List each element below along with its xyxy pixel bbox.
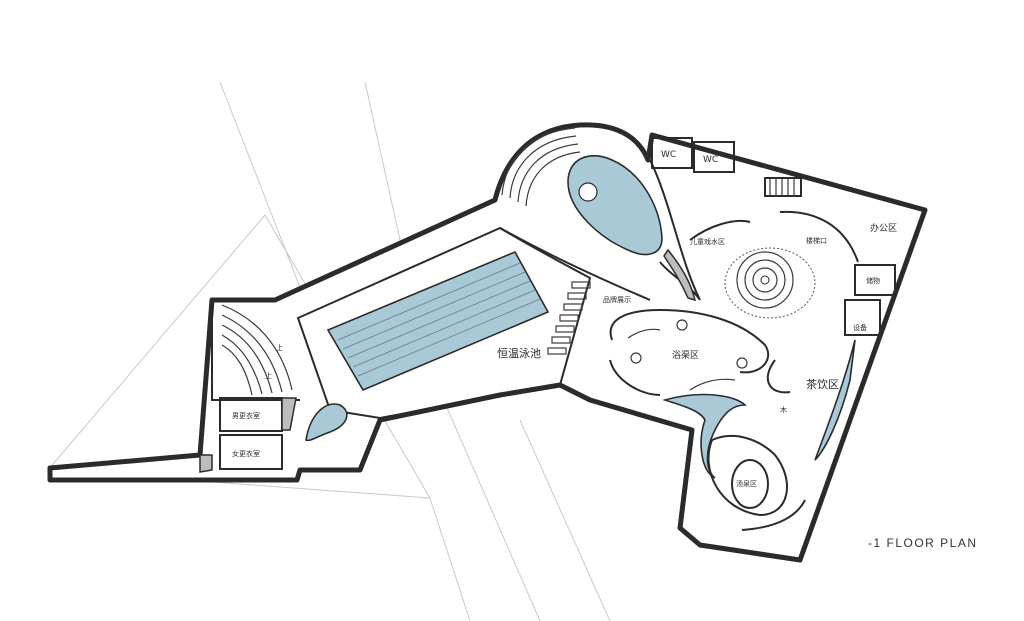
- label-store-room: 储物: [866, 276, 880, 285]
- swoosh-wall: [649, 159, 701, 301]
- tea-area-water: [814, 339, 856, 461]
- wc-room-1: [651, 137, 693, 169]
- locker-wall-fill: [281, 397, 297, 431]
- label-exhibition: 品牌展示: [603, 295, 631, 304]
- label-wc-2: WC: [703, 155, 718, 165]
- teardrop-pool: [567, 155, 663, 256]
- tea-area-curve: [766, 359, 791, 394]
- pool-island: [578, 182, 598, 202]
- wc-room-2: [693, 141, 735, 173]
- bath-stools: [630, 319, 748, 369]
- swoosh-fill: [663, 248, 697, 302]
- curved-partition-1: [689, 219, 751, 241]
- label-tea-area: 茶饮区: [806, 378, 839, 391]
- plunge-pool: [305, 403, 348, 442]
- label-tree-mark: 木: [780, 405, 787, 414]
- bath-area-partition: [609, 308, 770, 374]
- label-up-1: 上: [276, 343, 283, 352]
- lap-pool: [326, 250, 550, 392]
- stair-fan: [211, 300, 300, 401]
- service-stair: [764, 177, 802, 197]
- label-office: 办公区: [870, 222, 897, 234]
- label-mens-locker: 男更衣室: [232, 411, 260, 420]
- label-hot-spring: 汤泉区: [736, 479, 757, 488]
- lounge-chairs: [547, 281, 591, 355]
- label-bath-area: 浴渠区: [672, 349, 699, 361]
- label-stairs-area: 楼梯口: [806, 236, 827, 245]
- bath-area-curve: [609, 359, 661, 396]
- plan-title: -1 FLOOR PLAN: [868, 536, 978, 550]
- hot-spring-pool: [731, 459, 769, 509]
- office-room: [854, 264, 896, 296]
- bath-bench-1: [627, 328, 661, 339]
- womens-locker-room: [219, 434, 283, 470]
- corner-wall-fill: [199, 454, 213, 473]
- curved-partition-2: [779, 210, 859, 263]
- label-kids-pool: 儿童戏水区: [690, 237, 725, 246]
- bottom-curve-wall: [741, 499, 806, 531]
- curved-stair: [499, 127, 651, 301]
- label-womens-locker: 女更衣室: [232, 449, 260, 458]
- bath-bench-2: [689, 378, 736, 391]
- hot-spring-outer: [707, 435, 788, 517]
- spiral-stair: [724, 247, 816, 319]
- label-wc-1: WC: [661, 150, 676, 160]
- label-up-2: 上: [265, 371, 272, 380]
- store-room: [844, 299, 881, 336]
- label-pool: 恒温泳池: [497, 346, 541, 360]
- label-equipment: 设备: [853, 323, 867, 332]
